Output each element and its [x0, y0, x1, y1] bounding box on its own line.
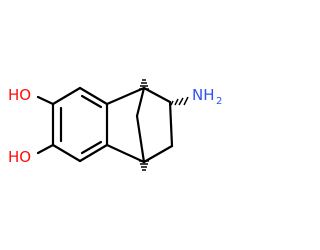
aromatic-ring [51, 86, 109, 163]
bond-ring-top-left [51, 86, 82, 106]
bond-to-amine-carbon [142, 86, 172, 104]
amine-subscript: 2 [216, 96, 222, 107]
bond-amine-carbon-down [168, 100, 174, 148]
bond-ring-top-right [78, 86, 109, 106]
bond-ring-bottom-right [78, 143, 109, 163]
stereo-hash-wedge-bottom [139, 160, 149, 171]
bond-bridge-lower [135, 114, 146, 164]
bond-ring-inner-bottom [80, 140, 103, 155]
bond-to-top-bridgehead [105, 86, 146, 106]
bond-oh-bottom [36, 143, 55, 155]
hydroxyl-bottom-label: HO [8, 148, 31, 166]
bond-to-bottom-bridgehead [105, 143, 146, 164]
stereo-hash-wedge-amine [170, 96, 189, 106]
amine-label: NH [192, 86, 215, 104]
bond-oh-top [36, 95, 55, 106]
bicyclic-bridge [105, 86, 174, 164]
bond-ring-bottom-left [51, 143, 82, 163]
bond-to-bottom-right [142, 144, 174, 164]
hydroxyl-top-label: HO [8, 86, 31, 104]
bond-bridge-upper [135, 86, 146, 118]
molecule-structure-diagram: HO HO NH 2 [8, 79, 222, 171]
stereo-hash-wedge-top [139, 79, 149, 90]
bond-ring-inner-top [80, 94, 103, 109]
